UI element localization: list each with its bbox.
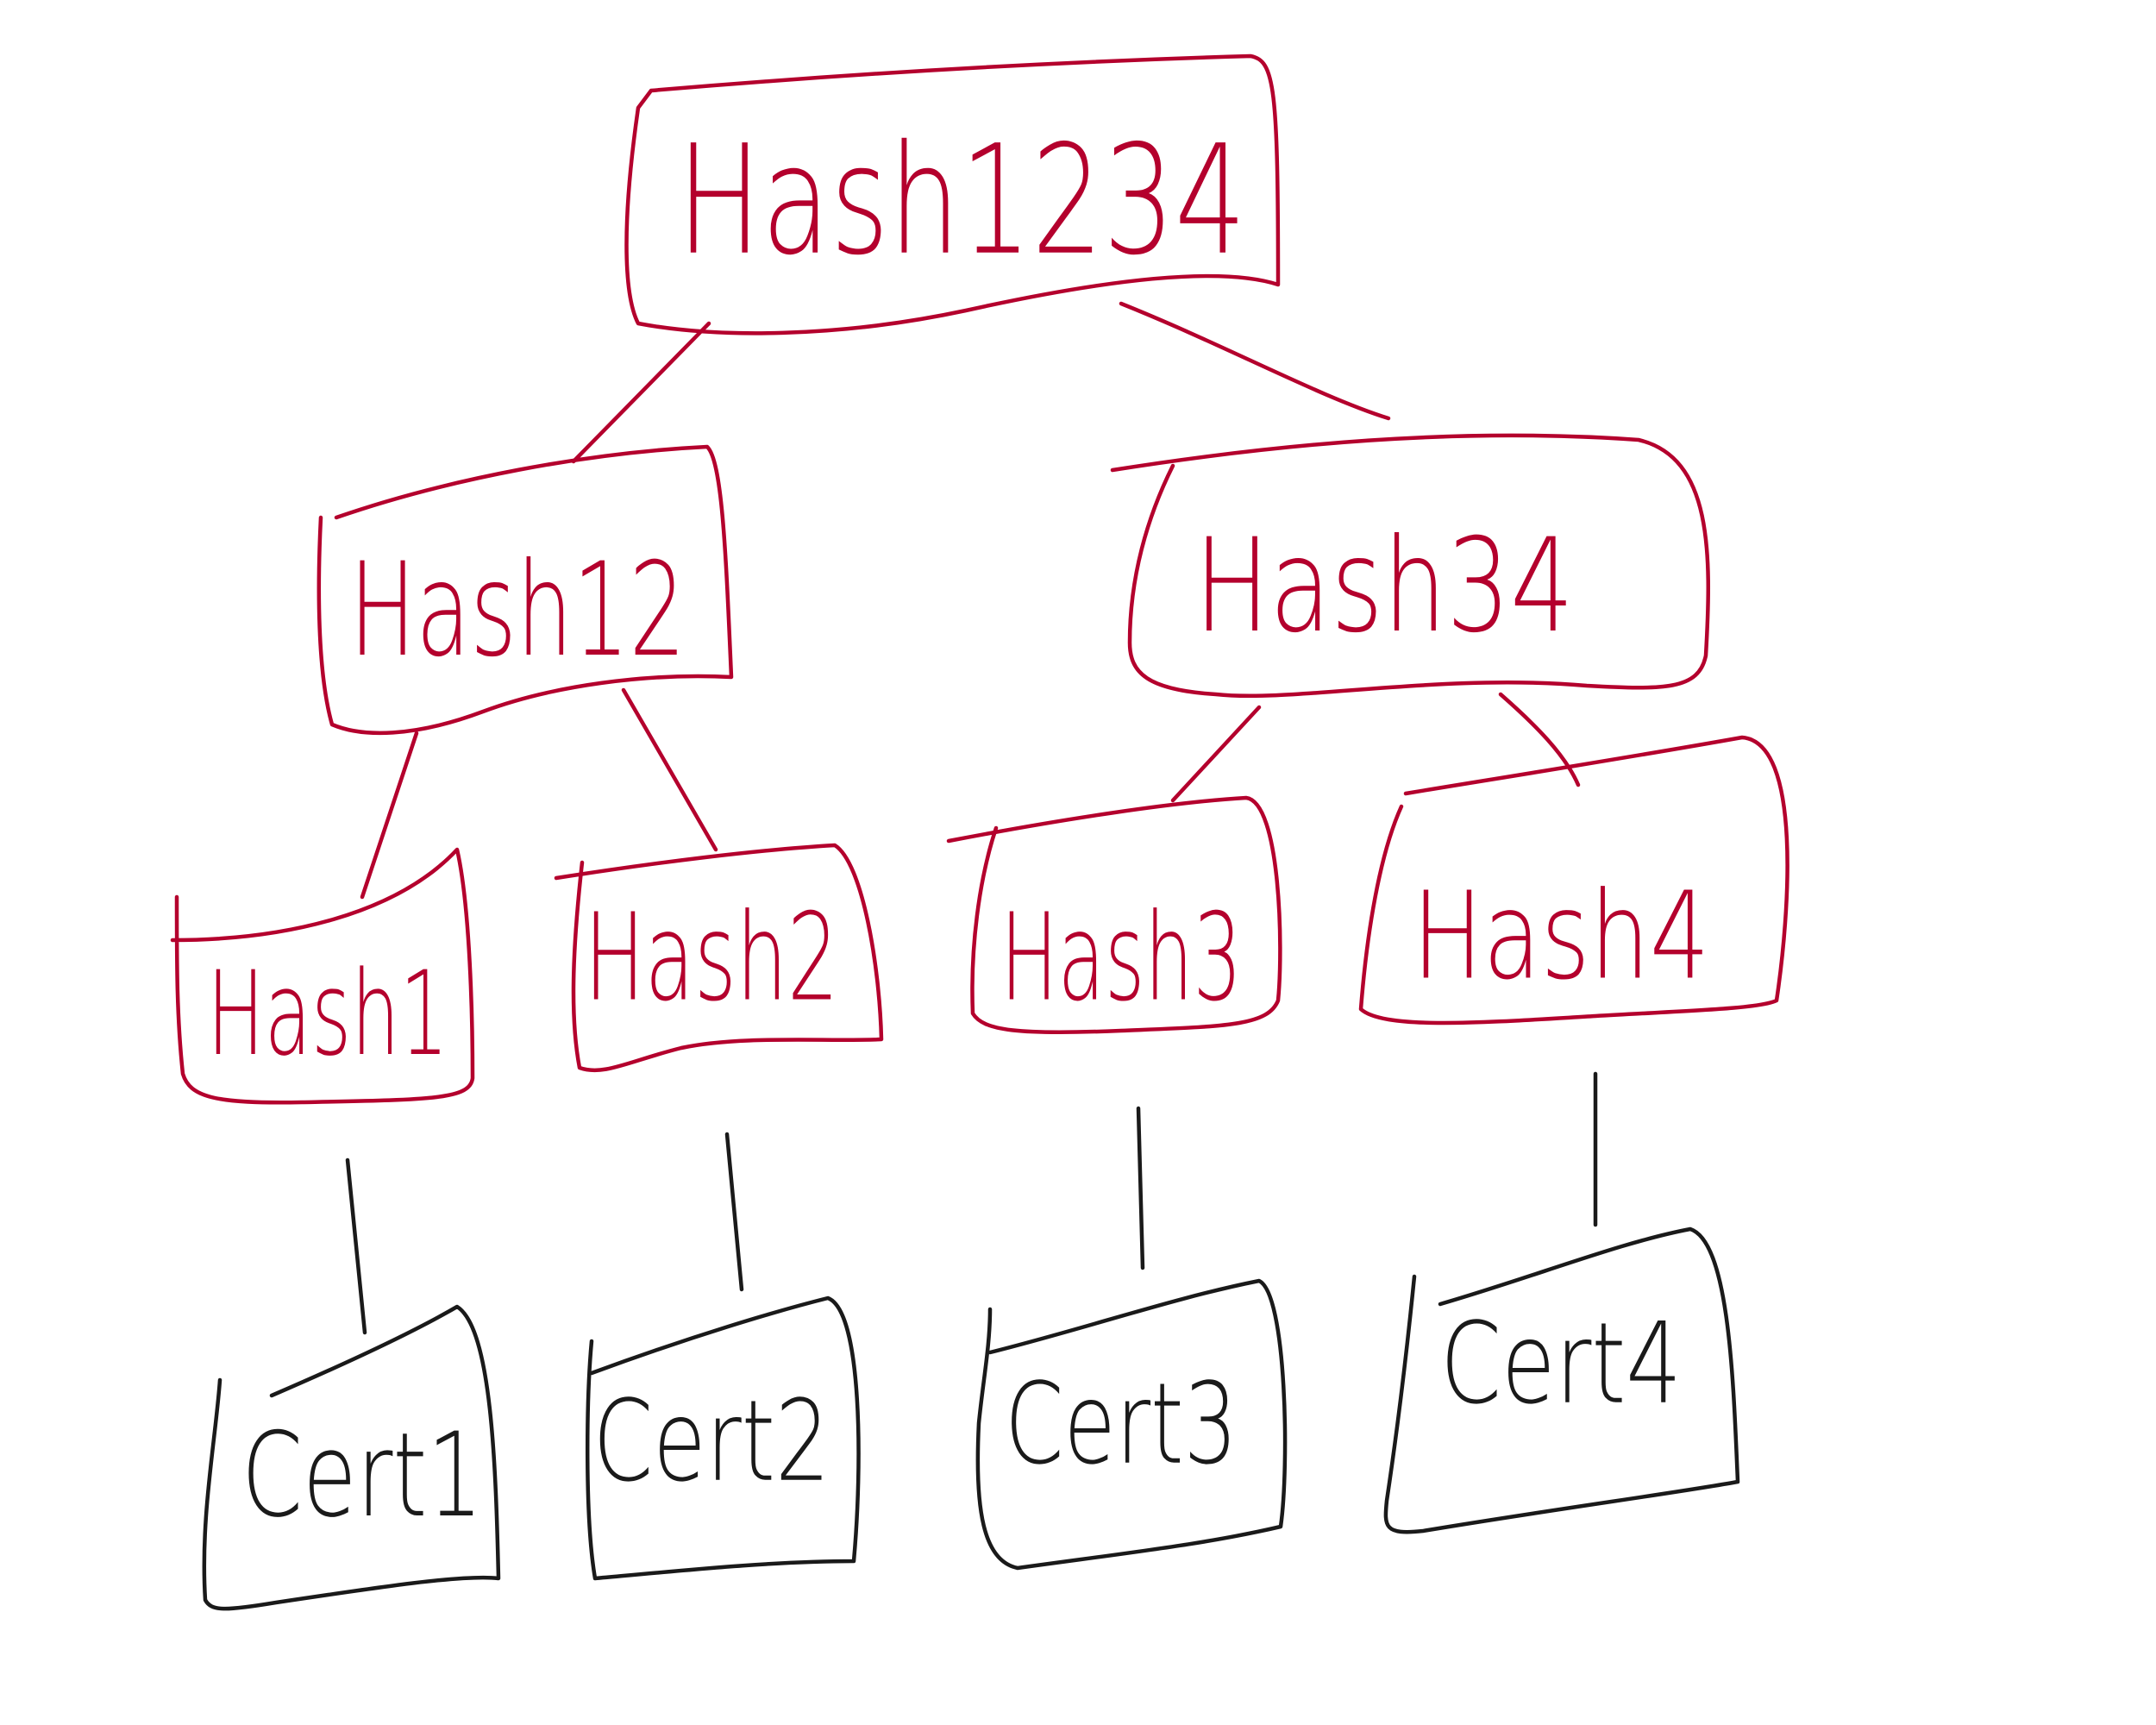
edge-hash12-hash2 xyxy=(621,687,718,852)
edge-hash34-hash4 xyxy=(1498,692,1581,787)
node-cert3: Cert3 xyxy=(975,1278,1288,1571)
node-hash1-label: Hash1 xyxy=(207,946,448,1082)
node-hash3-label: Hash3 xyxy=(1000,888,1242,1029)
node-hash1234: Hash1234 xyxy=(624,53,1281,336)
node-hash12: Hash12 xyxy=(317,444,734,736)
node-hash12-box xyxy=(317,444,734,736)
node-hash1234-box xyxy=(624,53,1281,336)
node-cert4: Cert4 xyxy=(1383,1226,1740,1534)
node-cert1: Cert1 xyxy=(202,1304,501,1611)
node-cert3-label: Cert3 xyxy=(1005,1358,1238,1490)
edge-hash1234-hash12 xyxy=(571,321,711,464)
node-hash3: Hash3 xyxy=(946,795,1282,1035)
node-hash4-box xyxy=(1358,735,1789,1026)
node-hash3-box xyxy=(946,795,1282,1035)
node-cert4-box xyxy=(1383,1226,1740,1534)
edge-hash2-cert2 xyxy=(724,1132,744,1292)
node-cert1-label: Cert1 xyxy=(241,1408,483,1543)
node-hash4: Hash4 xyxy=(1358,735,1789,1026)
node-hash34: Hash34 xyxy=(1110,433,1711,699)
node-cert1-box xyxy=(202,1304,501,1611)
edge-hash1-cert1 xyxy=(345,1157,367,1335)
node-hash34-label: Hash34 xyxy=(1194,511,1574,662)
node-hash2-box xyxy=(554,843,884,1073)
node-cert2-label: Cert2 xyxy=(593,1376,830,1507)
node-cert4-label: Cert4 xyxy=(1440,1298,1682,1429)
node-hash2-label: Hash2 xyxy=(585,888,839,1029)
node-cert2: Cert2 xyxy=(585,1295,861,1581)
node-hash12-label: Hash12 xyxy=(349,536,686,686)
edge-hash1234-hash34 xyxy=(1119,301,1391,421)
edge-hash3-cert3 xyxy=(1136,1106,1145,1270)
node-cert3-box xyxy=(975,1278,1288,1571)
node-hash4-label: Hash4 xyxy=(1413,867,1710,1007)
node-hash34-box xyxy=(1110,433,1711,699)
node-hash1234-label: Hash1234 xyxy=(677,114,1246,289)
node-hash1: Hash1 xyxy=(170,847,475,1105)
edge-hash34-hash3 xyxy=(1170,705,1262,803)
edge-hash12-hash1 xyxy=(360,731,419,900)
edges xyxy=(345,301,1598,1335)
node-cert2-box xyxy=(585,1295,861,1581)
node-hash1-box xyxy=(170,847,475,1105)
node-hash2: Hash2 xyxy=(554,843,884,1073)
